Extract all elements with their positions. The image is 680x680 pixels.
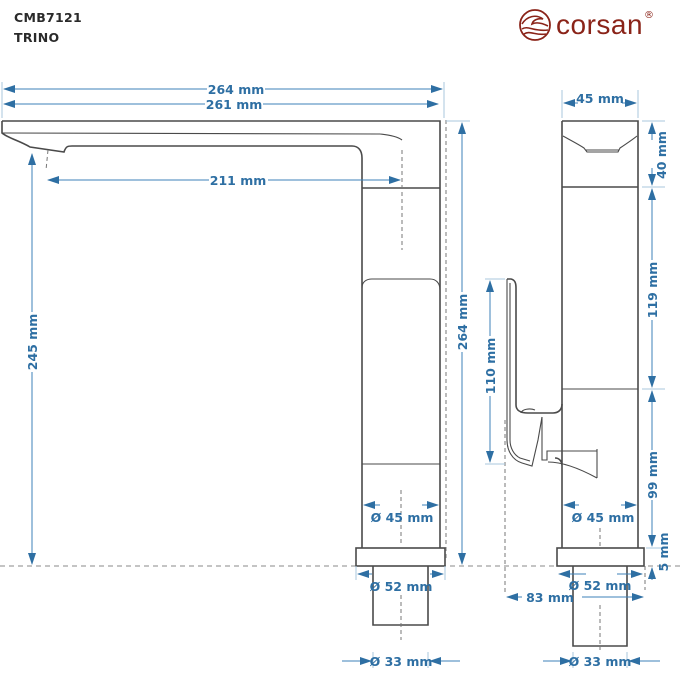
brand-name: corsan bbox=[556, 9, 644, 40]
dim-lever-height: 110 mm bbox=[483, 338, 498, 395]
dim-total-height: 264 mm bbox=[455, 294, 470, 351]
side-view: 45 mm 40 mm 119 mm 99 mm 5 mm 110 mm Ø 4… bbox=[483, 90, 671, 669]
dim-side-shank-diameter: Ø 33 mm bbox=[569, 654, 632, 669]
product-header: CMB7121 TRINO bbox=[14, 8, 82, 48]
dim-lever-offset: 83 mm bbox=[526, 590, 574, 605]
dim-head-height: 40 mm bbox=[654, 131, 669, 179]
dim-shank-diameter: Ø 33 mm bbox=[370, 654, 433, 669]
dim-head-width: 45 mm bbox=[576, 91, 624, 106]
model-code: CMB7121 bbox=[14, 10, 83, 25]
wave-logo-icon bbox=[519, 9, 551, 41]
dim-side-base-diameter: Ø 52 mm bbox=[569, 578, 632, 593]
dim-upper-body-height: 119 mm bbox=[645, 262, 660, 319]
registered-mark: ® bbox=[644, 9, 655, 21]
dim-spout-width: 261 mm bbox=[206, 97, 263, 112]
dim-total-width: 264 mm bbox=[208, 82, 265, 97]
dim-spout-reach: 211 mm bbox=[210, 173, 267, 188]
dim-base-diameter: Ø 52 mm bbox=[370, 579, 433, 594]
brand-logo: corsan ® bbox=[518, 8, 654, 42]
dim-body-diameter: Ø 45 mm bbox=[371, 510, 434, 525]
model-name: TRINO bbox=[14, 30, 60, 45]
front-view: 264 mm 261 mm 211 mm 245 mm 264 mm Ø 45 … bbox=[1, 82, 470, 669]
dim-side-body-diameter: Ø 45 mm bbox=[572, 510, 635, 525]
dim-spout-height: 245 mm bbox=[25, 314, 40, 371]
dim-base-height: 5 mm bbox=[656, 532, 671, 571]
dim-lower-body-height: 99 mm bbox=[645, 451, 660, 499]
